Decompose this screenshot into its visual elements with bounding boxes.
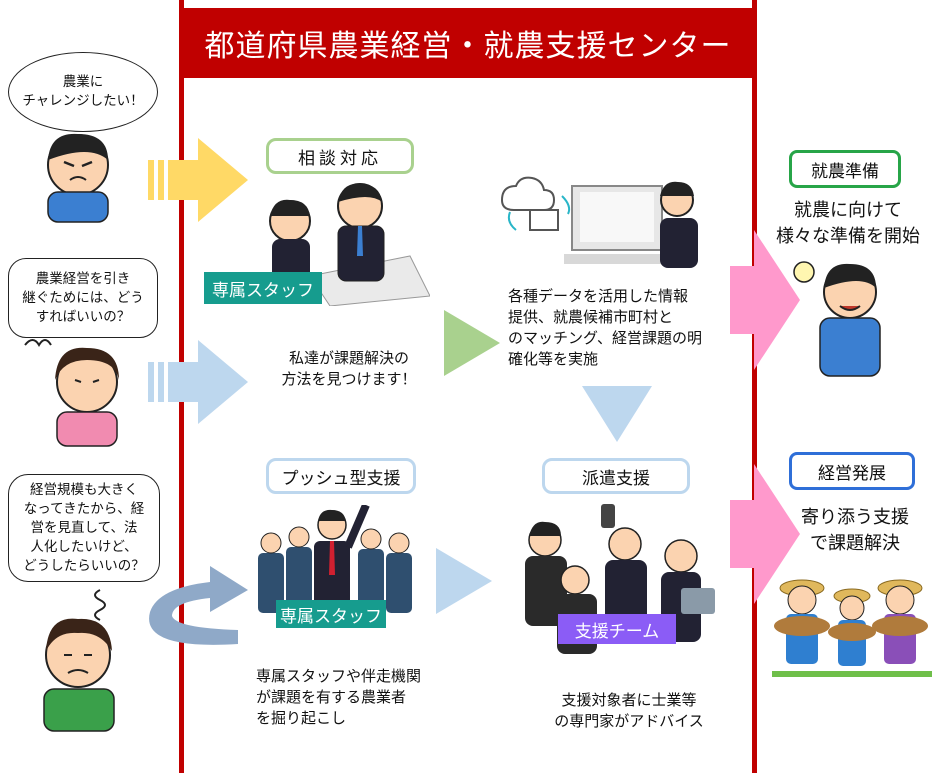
arrow-green-right [444,310,500,376]
bubble-line: なってきたから、経 [23,500,145,517]
caption-line: の専門家がアドバイス [554,712,704,730]
caption-line: 専属スタッフや伴走機関 [256,667,422,685]
bubble-line: 継ぐためには、どう [22,289,144,306]
dispatch-team-illustration [525,504,715,654]
consultation-illustration [269,183,430,306]
caption-line: 私達が課題解決の [288,349,409,367]
prep-caption: 就農に向けて 様々な準備を開始 [760,198,936,250]
bubble-line: 農業に [62,74,104,90]
arrow-pink-right-bottom [730,464,800,604]
page-title: 都道府県農業経営・就農支援センター [179,8,757,78]
caption-line: を掘り起こし [256,709,347,727]
prep-heading: 就農準備 [789,150,901,188]
caption-line: 就農に向けて [794,200,902,221]
speech-bubble-succession: 農業経営を引き継ぐためには、どうすればいいの？ [8,258,158,338]
bubble-line: チャレンジしたい！ [22,93,144,109]
arrow-blue-right-small [436,548,492,614]
caption-line: 確化等を実施 [508,350,599,368]
farmer-woman-illustration [24,339,119,447]
arrow-blue-down [582,386,652,442]
caption-line: で課題解決 [810,533,900,554]
arrow-blue-right [148,340,248,424]
bubble-line: どうしたらいいの？ [23,557,145,574]
bubble-line: 営を見直して、法 [30,519,138,536]
dispatch-caption: 支援対象者に士業等 の専門家がアドバイス [534,690,724,732]
farmer-idea-illustration [793,261,881,377]
arrow-yellow-right [148,138,248,222]
farmer-challenge-illustration [47,133,109,223]
staff-tag-push: 専属スタッフ [276,600,386,628]
caption-line: 様々な準備を開始 [776,226,920,247]
dispatch-heading: 派遣支援 [542,458,690,494]
push-heading: プッシュ型支援 [266,458,416,494]
harvest-farmers-illustration [772,579,932,677]
caption-line: 方法を見つけます！ [281,370,417,388]
laptop-icon [529,209,559,231]
team-tag-dispatch: 支援チーム [558,614,676,644]
arrow-pink-right-top [730,230,800,370]
bubble-line: 人化したいけど、 [30,538,138,555]
dev-heading: 経営発展 [789,452,915,490]
data-analysis-illustration [500,176,698,268]
consult-heading: 相談対応 [266,138,414,174]
dev-caption: 寄り添う支援 で課題解決 [780,505,930,557]
caption-line: が課題を有する農業者 [256,688,407,706]
arrow-curved-return [149,566,248,645]
farmer-worried-illustration [43,589,115,732]
speech-bubble-incorporation: 経営規模も大きく なってきたから、経 営を見直して、法 人化したいけど、 どうし… [8,474,160,582]
caption-line: 各種データを活用した情報 [508,287,689,305]
bubble-line: すればいいの？ [35,308,131,325]
data-caption: 各種データを活用した情報 提供、就農候補市町村と のマッチング、経営課題の明 確… [508,286,738,370]
caption-line: 寄り添う支援 [801,507,909,528]
speech-bubble-challenge: 農業にチャレンジしたい！ [8,52,158,132]
lightbulb-icon [793,261,815,283]
caption-line: のマッチング、経営課題の明 [508,329,702,347]
bubble-line: 経営規模も大きく [30,481,138,498]
caption-line: 支援対象者に士業等 [561,691,697,709]
caption-line: 提供、就農候補市町村と [508,308,674,326]
bubble-line: 農業経営を引き [35,270,131,287]
staff-tag-consult: 専属スタッフ [204,272,322,304]
push-caption: 専属スタッフや伴走機関 が課題を有する農業者 を掘り起こし [256,666,456,729]
consult-caption: 私達が課題解決の 方法を見つけます！ [264,348,434,390]
push-support-team-illustration [258,505,412,621]
cloud-icon [500,176,556,211]
